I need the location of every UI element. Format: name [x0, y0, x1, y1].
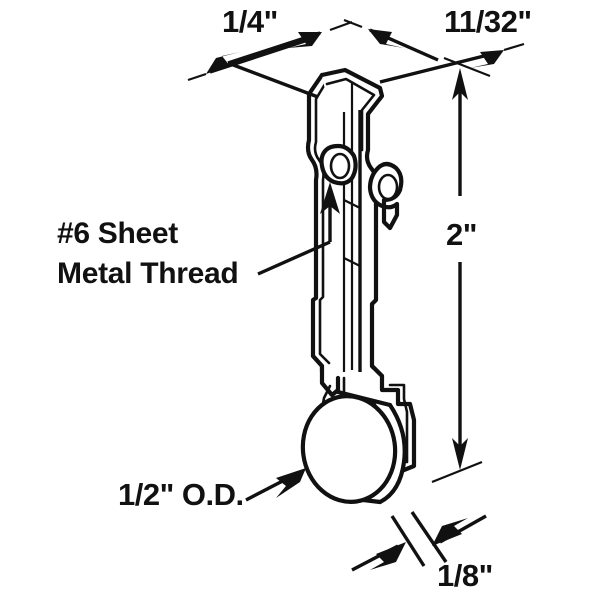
eleven-thirtyseconds-arrowhead-right	[470, 50, 504, 68]
quarter-inch-arrowhead-left	[206, 52, 240, 74]
eighth-inch-witness-left	[390, 515, 426, 567]
quarter-inch-extension-left	[187, 72, 207, 82]
thread-callout-line-2: Metal Thread	[57, 257, 238, 290]
dimension-eleven-thirtyseconds: 11/32"	[343, 4, 532, 84]
screw-hole-front-bore	[329, 152, 351, 180]
eleven-thirtyseconds-extension-left	[343, 18, 363, 29]
thread-callout-arrowhead	[320, 182, 340, 214]
wheel-od-arrowhead	[276, 468, 306, 498]
bracket-web-crease-lower	[343, 257, 361, 267]
quarter-inch-extension-right	[329, 20, 353, 32]
bracket-left-inner-edge	[313, 82, 331, 365]
quarter-inch-label: 1/4"	[222, 4, 278, 39]
eleven-thirtyseconds-extension-right	[503, 42, 525, 52]
two-inch-extension-bottom	[431, 460, 483, 484]
dimension-quarter-inch: 1/4"	[187, 4, 353, 99]
bracket-lower-right-tab-inner	[388, 383, 409, 464]
roller-wheel-front-face	[300, 394, 398, 504]
eleven-thirtyseconds-leader-right	[379, 50, 501, 84]
bracket-web-crease-upper	[343, 199, 361, 209]
thread-callout-line-1: #6 Sheet	[57, 217, 178, 250]
screw-hole-back	[367, 161, 404, 231]
two-inch-arrowhead-bottom	[452, 438, 468, 470]
eleven-thirtyseconds-label: 11/32"	[444, 4, 532, 39]
sheet-metal-thread-callout-leader: #6 Sheet Metal Thread	[57, 182, 340, 290]
eighth-inch-witness-right	[410, 511, 448, 563]
screw-hole-back-bore	[377, 173, 399, 201]
wheel-od-label: 1/2" O.D.	[118, 477, 244, 512]
quarter-inch-dim-line-to-part	[227, 61, 319, 99]
bracket-left-outer-edge	[305, 72, 325, 375]
eighth-inch-label: 1/8"	[437, 558, 493, 593]
two-inch-label: 2"	[446, 217, 477, 252]
wheel-od-callout: 1/2" O.D.	[118, 468, 306, 512]
eighth-inch-arrowhead-left	[370, 542, 406, 570]
two-inch-extension-top	[443, 56, 491, 78]
screw-hole-front	[319, 143, 358, 186]
eleven-thirtyseconds-arrowhead-left	[368, 29, 404, 48]
bracket-lower-left-tab	[310, 353, 341, 398]
bracket-top-inner-line	[325, 77, 376, 152]
two-inch-arrowhead-top	[452, 68, 468, 100]
dimension-two-inches: 2"	[431, 56, 491, 484]
eighth-inch-arrowhead-right	[432, 518, 468, 546]
dimension-eighth-inch: 1/8"	[351, 511, 493, 593]
roller-wheel	[300, 389, 407, 505]
thread-callout-leader-diagonal	[257, 240, 331, 276]
